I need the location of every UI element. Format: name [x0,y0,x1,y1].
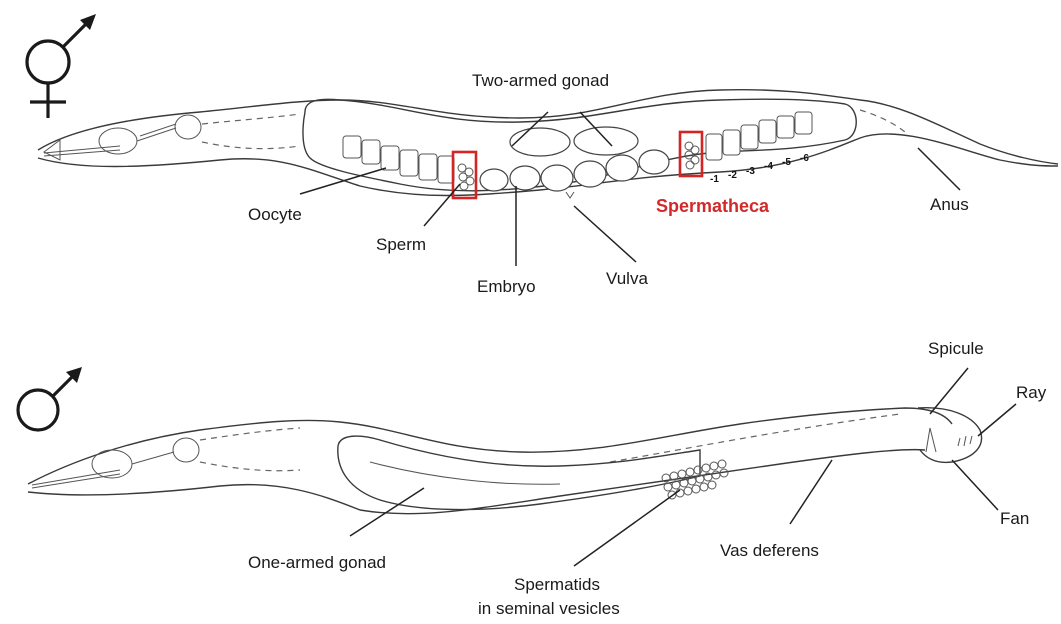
label-spicule: Spicule [928,339,984,358]
label-sperm: Sperm [376,235,426,254]
male-leader-lines [350,368,1016,566]
oocyte-pos-2: -2 [728,170,737,181]
sperm-cluster-left [458,164,474,190]
male-labels: Spicule Ray Fan One-armed gonad Vas defe… [248,339,1047,618]
hermaphrodite-labels: Two-armed gonad Oocyte Sperm Embryo Vulv… [248,71,969,296]
spermatids-cluster [662,460,728,499]
oocyte-pos-6: -6 [800,153,809,164]
oocyte-pos-3: -3 [746,166,755,177]
oocytes-right [706,112,812,160]
label-vulva: Vulva [606,269,648,288]
oocyte-pos-5: -5 [782,157,791,168]
label-anus: Anus [930,195,969,214]
label-ray: Ray [1016,383,1047,402]
oocyte-pos-1: -1 [710,174,719,185]
label-seminal-vesicles: in seminal vesicles [478,599,620,618]
hermaphrodite-symbol [27,14,96,118]
label-spermatheca: Spermatheca [656,196,770,216]
label-fan: Fan [1000,509,1029,528]
label-two-armed-gonad: Two-armed gonad [472,71,609,90]
oocyte-position-numbers: -1 -2 -3 -4 -5 -6 [710,153,809,185]
label-embryo: Embryo [477,277,536,296]
label-oocyte: Oocyte [248,205,302,224]
label-one-armed-gonad: One-armed gonad [248,553,386,572]
vulva-mark [566,192,574,198]
label-vas-deferens: Vas deferens [720,541,819,560]
oocyte-pos-4: -4 [764,161,773,172]
label-spermatids: Spermatids [514,575,600,594]
male-body [28,408,982,514]
male-symbol [18,367,82,430]
